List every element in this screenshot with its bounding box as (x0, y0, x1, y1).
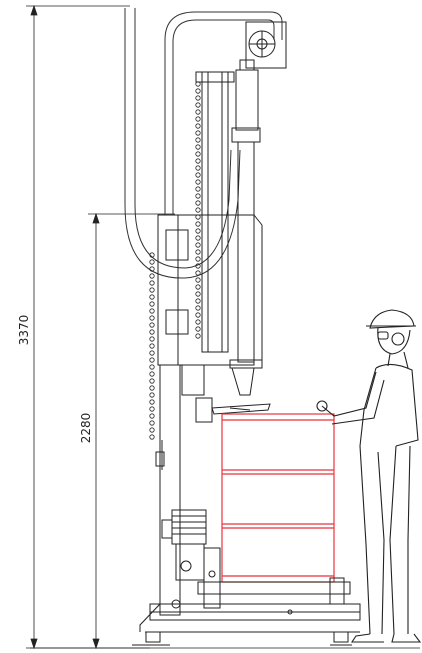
chain-link (149, 280, 155, 286)
chain-link (149, 336, 155, 342)
chain-link (195, 109, 201, 115)
chain-link (149, 357, 155, 363)
chain-link (149, 413, 155, 419)
chain-link (149, 322, 155, 328)
chain-link (195, 193, 201, 199)
chain-link (149, 294, 155, 300)
chain-link (195, 172, 201, 178)
chain-link (195, 186, 201, 192)
mast-chain (195, 81, 201, 339)
chain-link (149, 329, 155, 335)
chain-link (195, 130, 201, 136)
lift-arm (195, 397, 271, 423)
chain-link (149, 308, 155, 314)
chain-link (149, 427, 155, 433)
chain-link (195, 137, 201, 143)
dimension-working-height (88, 212, 175, 650)
chain-link (195, 235, 201, 241)
working-height-label: 2280 (79, 413, 93, 444)
mast-column (195, 71, 235, 353)
hose (124, 8, 283, 279)
drum (221, 413, 335, 583)
chain-link (195, 200, 201, 206)
chain-link (195, 284, 201, 290)
chain-link (149, 343, 155, 349)
chain-link (195, 256, 201, 262)
chain-link (195, 270, 201, 276)
dimension-overall-height (26, 4, 150, 650)
chain-link (149, 259, 155, 265)
column-chain (149, 252, 155, 440)
motor (161, 509, 207, 581)
overall-height-label: 3370 (17, 315, 31, 346)
chain-link (195, 312, 201, 318)
chain-link (195, 123, 201, 129)
chain-link (195, 151, 201, 157)
chain-link (149, 378, 155, 384)
chain-link (195, 263, 201, 269)
chain-link (149, 420, 155, 426)
chain-link (149, 392, 155, 398)
hose-reel (245, 21, 287, 69)
chain-link (195, 333, 201, 339)
chain-link (149, 406, 155, 412)
side-frame (203, 547, 221, 609)
chain-link (195, 326, 201, 332)
chain-link (149, 252, 155, 258)
chain-link (149, 434, 155, 440)
base-platform (132, 577, 361, 646)
chain-link (195, 102, 201, 108)
chain-link (195, 221, 201, 227)
chain-link (195, 81, 201, 87)
chain-link (195, 144, 201, 150)
chain-link (195, 298, 201, 304)
operator-figure (316, 309, 422, 643)
chain-link (149, 364, 155, 370)
chain-link (149, 385, 155, 391)
mast-frame (157, 214, 263, 366)
chain-link (149, 315, 155, 321)
chain-link (195, 116, 201, 122)
chain-link (149, 301, 155, 307)
chain-link (195, 228, 201, 234)
pump-assembly (229, 59, 263, 396)
chain-link (149, 266, 155, 272)
chain-link (195, 249, 201, 255)
chain-link (195, 88, 201, 94)
chain-link (149, 399, 155, 405)
chain-link (149, 350, 155, 356)
chain-link (195, 207, 201, 213)
chain-link (195, 165, 201, 171)
chain-link (149, 273, 155, 279)
chain-link (195, 305, 201, 311)
chain-link (195, 179, 201, 185)
chain-link (149, 287, 155, 293)
chain-link (149, 371, 155, 377)
chain-link (195, 277, 201, 283)
chain-link (195, 95, 201, 101)
chain-link (195, 242, 201, 248)
chain-link (195, 291, 201, 297)
chain-link (195, 319, 201, 325)
lower-column (155, 364, 205, 616)
chain-link (195, 158, 201, 164)
